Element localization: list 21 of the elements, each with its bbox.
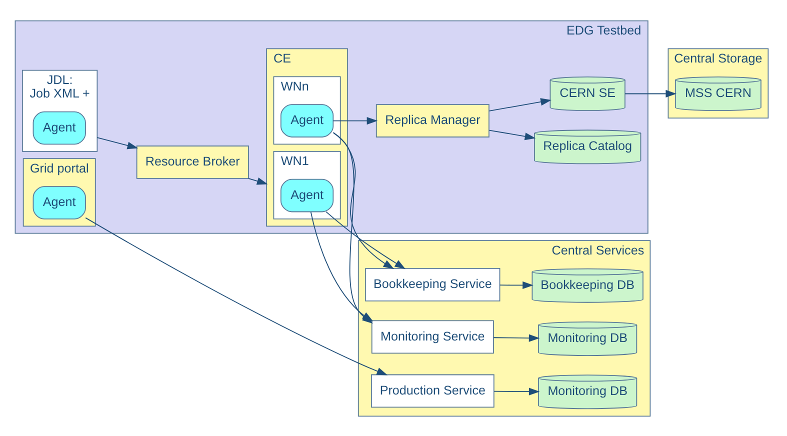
- arrow: [96, 136, 138, 149]
- node-box: Agent: [32, 110, 86, 144]
- arrow: [85, 216, 388, 375]
- node-box: Resource Broker: [136, 145, 249, 178]
- node-box: Agent: [32, 186, 86, 219]
- node-box: Replica Manager: [376, 104, 490, 137]
- node-box: Agent: [280, 104, 334, 137]
- arrow: [624, 89, 677, 98]
- node-box: Production Service: [370, 374, 494, 408]
- node-box: Bookkeeping Service: [365, 268, 500, 301]
- arrow: [326, 210, 406, 269]
- node-box: Agent: [280, 178, 334, 212]
- arrow: [332, 116, 378, 124]
- arrow: [333, 132, 394, 269]
- arrow: [488, 129, 536, 140]
- arrow: [499, 280, 534, 288]
- arrow: [248, 176, 268, 184]
- arrow: [488, 98, 552, 111]
- node-box: Monitoring Service: [371, 320, 494, 354]
- arrow: [493, 334, 540, 342]
- arrow: [494, 387, 540, 395]
